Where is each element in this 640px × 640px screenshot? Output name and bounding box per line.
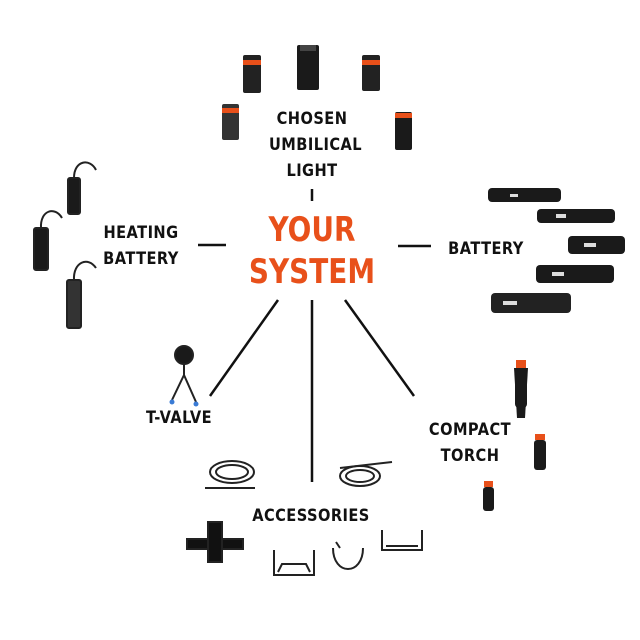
connector-torch [343,299,416,397]
heating-battery-images [33,161,97,329]
battery-label: BATTERY [448,239,524,259]
light-icon [362,55,380,91]
umbilical-light-images [222,45,412,150]
light-icon [243,55,261,93]
connector-lines [198,189,431,482]
title-line: SYSTEM [248,252,376,292]
label-line: TORCH [440,446,500,466]
light-icon [297,45,319,90]
umbilical-light-label: CHOSEN UMBILICAL LIGHT [269,106,363,184]
label-line: HEATING [103,223,179,243]
label-line: BATTERY [103,249,179,269]
t-valve-image [169,345,199,407]
your-system-title: YOUR SYSTEM [246,209,377,293]
t-valve-label: T-VALVE [145,408,213,428]
connector-tvalve [208,299,280,397]
title-line: YOUR [268,210,356,250]
label-line: COMPACT [428,420,512,440]
light-icon [222,104,239,140]
label-line: LIGHT [286,161,338,181]
accessories-label: ACCESSORIES [252,506,370,526]
compact-torch-label: COMPACT TORCH [427,417,513,469]
label-line: CHOSEN [276,109,348,129]
light-icon [395,112,412,150]
label-line: UMBILICAL [269,135,363,155]
compact-torch-images [483,360,546,511]
battery-images [488,188,625,313]
heating-battery-label: HEATING BATTERY [98,220,184,272]
accessories-images [186,460,423,576]
